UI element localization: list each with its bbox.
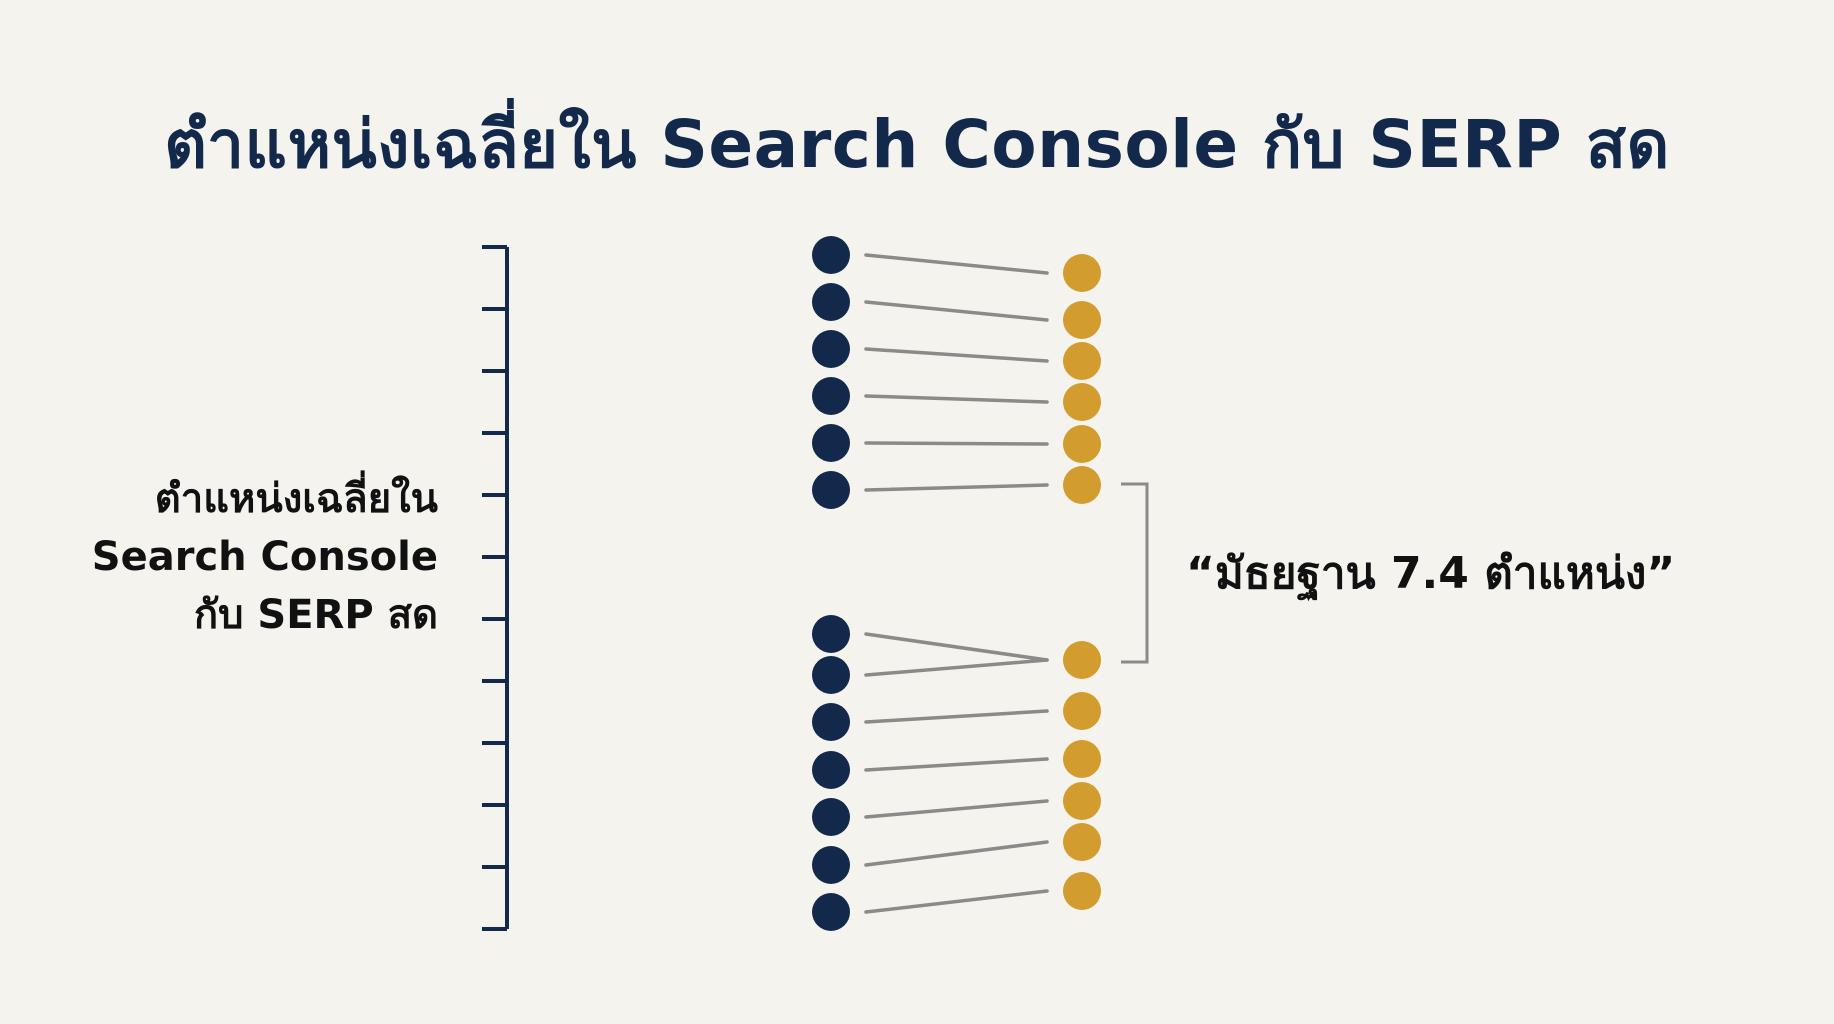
connector-line [864,889,1049,914]
position-scale [482,245,509,931]
median-callout: “มัธยฐาน 7.4 ตำแหน่ง” [1186,548,1676,599]
search-console-dot [812,283,850,321]
search-console-dot [812,846,850,884]
connector-line [864,757,1049,772]
scale-label-line-1: ตำแหน่งเฉลี่ยใน [154,476,438,522]
scale-label-line-3: กับ SERP สด [193,592,438,638]
search-console-dot [812,377,850,415]
live-serp-dot [1063,692,1101,730]
search-console-dot [812,751,850,789]
scale-label-line-2: Search Console [91,534,438,580]
connector-line [864,253,1049,275]
connector-line [864,840,1049,867]
connector-line [864,441,1049,446]
page-title: ตำแหน่งเฉลี่ยใน Search Console กับ SERP … [164,106,1670,183]
live-serp-dot [1063,782,1101,820]
search-console-dots [812,236,850,931]
live-serp-dot [1063,466,1101,504]
search-console-dot [812,330,850,368]
live-serp-dot [1063,740,1101,778]
gap-bracket [1121,482,1149,664]
live-serp-dot [1063,342,1101,380]
scale-label: ตำแหน่งเฉลี่ยใน Search Console กับ SERP … [60,470,438,644]
live-serp-dot [1063,872,1101,910]
live-serp-dots [1063,254,1101,910]
live-serp-dot [1063,641,1101,679]
connector-line [864,347,1049,363]
search-console-dot [812,893,850,931]
search-console-dot [812,236,850,274]
search-console-dot [812,471,850,509]
connector-line [864,799,1049,819]
search-console-dot [812,798,850,836]
connector-line [864,483,1049,492]
connector-line [864,658,1049,677]
search-console-dot [812,703,850,741]
connector-line [864,632,1049,662]
connector-lines [864,253,1049,914]
search-console-dot [812,656,850,694]
live-serp-dot [1063,254,1101,292]
search-console-dot [812,615,850,653]
live-serp-dot [1063,301,1101,339]
search-console-dot [812,424,850,462]
live-serp-dot [1063,425,1101,463]
live-serp-dot [1063,383,1101,421]
live-serp-dot [1063,823,1101,861]
connector-line [864,709,1049,724]
connector-line [864,300,1049,322]
connector-line [864,394,1049,404]
